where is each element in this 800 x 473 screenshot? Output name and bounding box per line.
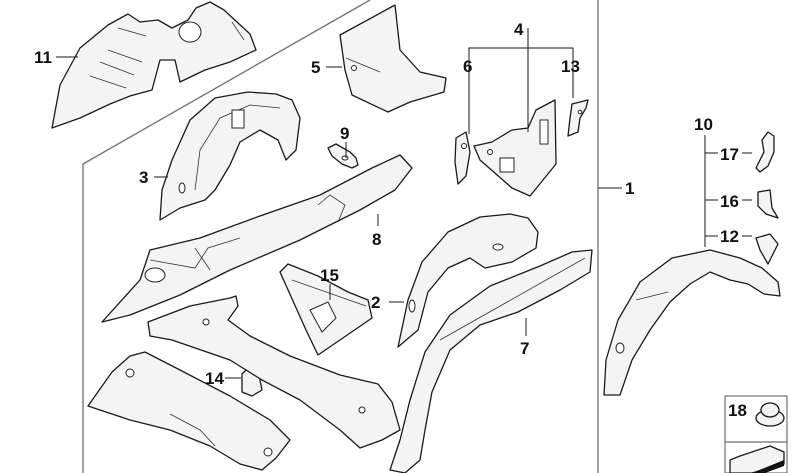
leader-lines (56, 28, 752, 379)
callout-1[interactable]: 1 (625, 179, 634, 198)
part-9-clip[interactable] (327, 143, 359, 169)
callout-16[interactable]: 16 (720, 192, 739, 211)
part-10-wheel-arch-liner[interactable] (603, 249, 781, 396)
part-12-bracket[interactable] (755, 233, 779, 265)
part-8-rail[interactable] (101, 154, 413, 323)
part-11-wheelhouse-cover[interactable] (51, 1, 257, 129)
part-2-wheelhouse-outer[interactable] (397, 213, 539, 348)
part-18-box[interactable] (724, 395, 788, 473)
callout-9[interactable]: 9 (340, 124, 349, 143)
callout-15[interactable]: 15 (320, 266, 339, 285)
part-5-bracket[interactable] (339, 0, 447, 113)
callouts: 11 5 3 9 8 4 6 13 15 2 7 14 1 10 17 16 1… (34, 20, 747, 420)
callout-10[interactable]: 10 (694, 115, 713, 134)
callout-17[interactable]: 17 (720, 145, 739, 164)
callout-8[interactable]: 8 (372, 230, 381, 249)
callout-18[interactable]: 18 (728, 401, 747, 420)
callout-4[interactable]: 4 (514, 20, 524, 39)
part-floor-panel[interactable] (87, 351, 291, 471)
part-3-wheelhouse-inner[interactable] (159, 91, 301, 221)
callout-6[interactable]: 6 (463, 57, 472, 76)
callout-3[interactable]: 3 (139, 168, 148, 187)
callout-14[interactable]: 14 (205, 369, 224, 388)
part-7-arch-rail[interactable] (389, 249, 593, 473)
callout-5[interactable]: 5 (311, 58, 320, 77)
assembly-frame (82, 0, 599, 473)
callout-13[interactable]: 13 (561, 57, 580, 76)
part-cross-member[interactable] (147, 295, 401, 449)
callout-7[interactable]: 7 (520, 339, 529, 358)
part-16-bracket[interactable] (757, 189, 779, 219)
part-15-reinforcement[interactable] (279, 263, 373, 356)
part-4-bracket[interactable] (473, 99, 557, 197)
callout-11[interactable]: 11 (34, 48, 52, 67)
part-13-clip[interactable] (567, 99, 589, 137)
callout-2[interactable]: 2 (371, 293, 380, 312)
callout-12[interactable]: 12 (720, 227, 739, 246)
part-17-bracket[interactable] (755, 131, 775, 173)
part-6-plate[interactable] (454, 131, 471, 185)
